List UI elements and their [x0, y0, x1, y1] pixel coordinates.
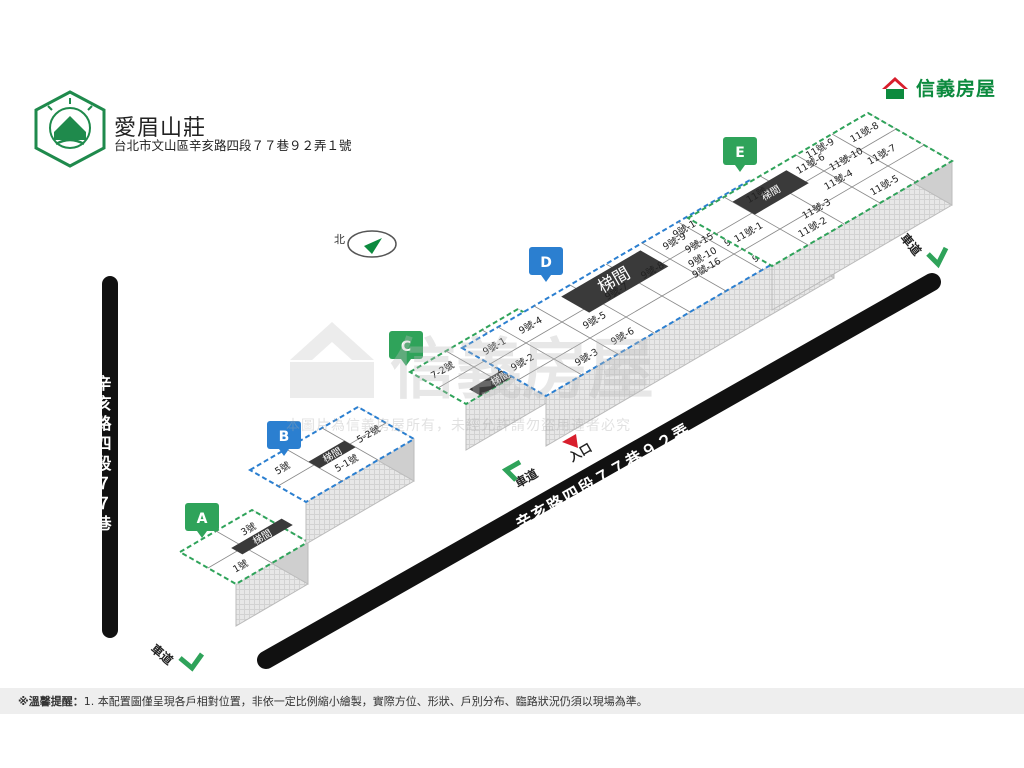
building-b-badge [267, 421, 301, 449]
footer-text: 1. 本配置圖僅呈現各戶相對位置，非依一定比例縮小繪製，實際方位、形狀、戶別分布… [83, 695, 648, 708]
north-label: 北 [334, 233, 345, 246]
building-badge-label: D [540, 255, 552, 271]
entrance-marker: 入口 [562, 434, 594, 465]
footer-note: ※溫馨提醒：1. 本配置圖僅呈現各戶相對位置，非依一定比例縮小繪製，實際方位、形… [18, 693, 648, 709]
building-d-badge [529, 247, 563, 275]
driveway-marker-bottom: 車道 [148, 641, 205, 672]
footer-label: ※溫馨提醒： [18, 695, 84, 708]
building-badge-label: A [197, 511, 208, 527]
driveway-arrow-bottom-icon [178, 652, 205, 672]
stairwell-d [561, 250, 669, 313]
road-vertical-label: 辛亥路四段７７巷 [93, 374, 113, 535]
community-logo-icon [34, 90, 106, 168]
watermark-name: 信義房屋 [390, 331, 654, 408]
brand-house-icon [882, 76, 908, 99]
building-e-badge [723, 137, 757, 165]
driveway-marker-right: 車道 [898, 230, 949, 269]
road-diagonal [257, 273, 941, 669]
north-compass-icon: 北 [334, 230, 397, 258]
entrance-arrow-icon [562, 434, 578, 448]
stairwell-a [231, 518, 293, 555]
driveway-arrow-right-icon [926, 246, 949, 269]
road-diagonal-label: 辛亥路四段７７巷９２弄 [513, 419, 695, 533]
building-badge-label: C [401, 339, 411, 355]
footer-band [0, 688, 1024, 714]
building-a-badge [185, 503, 219, 531]
buildings-layer: 梯間1號3號A梯間5號5-1號5-2號B梯間7-2號7-1號7號C梯間9號-19… [178, 111, 954, 627]
driveway-marker-center: 車道 [501, 459, 540, 491]
brand-logo: 信義房屋 [880, 74, 996, 101]
brand-name: 信義房屋 [916, 78, 997, 100]
stairwell-b [308, 440, 356, 469]
driveway-arrow-center-icon [501, 459, 522, 482]
building-c-badge [389, 331, 423, 359]
building-badge-label: E [735, 145, 745, 161]
stairwell-e [732, 170, 809, 215]
watermark-notice: 本圖片為信義房屋所有，未經允許請勿盜用違者必究 [286, 417, 631, 434]
community-title: 愛眉山莊 [114, 116, 207, 141]
community-address: 台北市文山區辛亥路四段７７巷９２弄１號 [114, 138, 352, 153]
building-badge-label: B [279, 429, 290, 445]
watermark-house-icon [290, 322, 374, 360]
driveway-label-bottom: 車道 [148, 641, 176, 668]
watermark: 信義房屋 本圖片為信義房屋所有，未經允許請勿盜用違者必究 [286, 322, 654, 434]
